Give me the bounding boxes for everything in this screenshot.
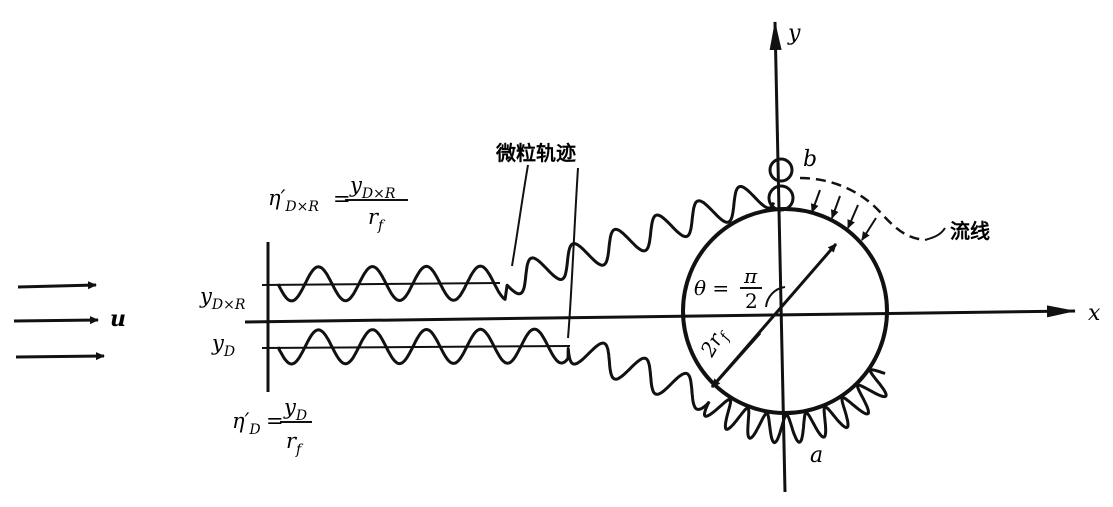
deflection-arrow-1 — [810, 189, 821, 213]
y-axis-label: y — [787, 21, 801, 46]
eta-dxr-numerator: yD×R — [349, 173, 396, 202]
fiber-diameter-line-lower-arrow — [710, 332, 762, 388]
eta-dxr-denominator: rf — [368, 205, 386, 234]
particle-b-bottom — [767, 184, 795, 212]
flow-arrow-top — [17, 281, 97, 290]
trajectory-leader-upper — [511, 164, 529, 267]
flow-arrow-middle — [13, 316, 99, 325]
lower-mean-line — [261, 345, 571, 349]
eta-d-equals: = — [266, 409, 284, 433]
eta-d-lhs: η′D — [232, 409, 261, 438]
eta-d-denominator: rf — [286, 429, 304, 458]
x-axis-label: x — [1088, 301, 1101, 326]
point-a-label: a — [810, 443, 823, 468]
flow-arrow-bottom — [15, 352, 105, 361]
y-d-label: yD — [211, 331, 235, 360]
upper-particle-trajectory — [276, 185, 776, 303]
streamline-curve — [799, 176, 926, 242]
velocity-label: u — [110, 306, 126, 332]
fiber-circle — [681, 207, 889, 415]
streamline-leader — [924, 227, 946, 241]
theta-angle-arc — [765, 286, 786, 308]
deflection-arrow-2 — [830, 195, 841, 219]
particle-trajectory-label: 微粒轨迹 — [495, 141, 576, 165]
y-dxr-label: yD×R — [199, 284, 246, 313]
eta-dxr-equals: = — [333, 187, 351, 211]
fiber-diameter-label: 2rf — [695, 322, 735, 363]
captured-trajectory-around-fiber — [703, 368, 888, 445]
theta-denominator: 2 — [745, 289, 758, 313]
upper-mean-line — [261, 282, 501, 286]
eta-dxr-lhs: η′D×R — [268, 186, 319, 215]
deflection-arrow-4 — [861, 217, 877, 241]
particle-b-top — [768, 157, 794, 183]
eta-d-numerator: yD — [283, 395, 307, 424]
theta-numerator: π — [743, 264, 758, 288]
point-b-label: b — [803, 147, 817, 172]
x-axis-line — [244, 305, 1076, 324]
trajectory-leader-lower — [567, 167, 579, 339]
lower-particle-trajectory — [276, 327, 710, 411]
theta-label: θ = — [694, 276, 729, 300]
deflection-arrow-3 — [847, 204, 859, 229]
streamline-label: 流线 — [950, 219, 990, 243]
